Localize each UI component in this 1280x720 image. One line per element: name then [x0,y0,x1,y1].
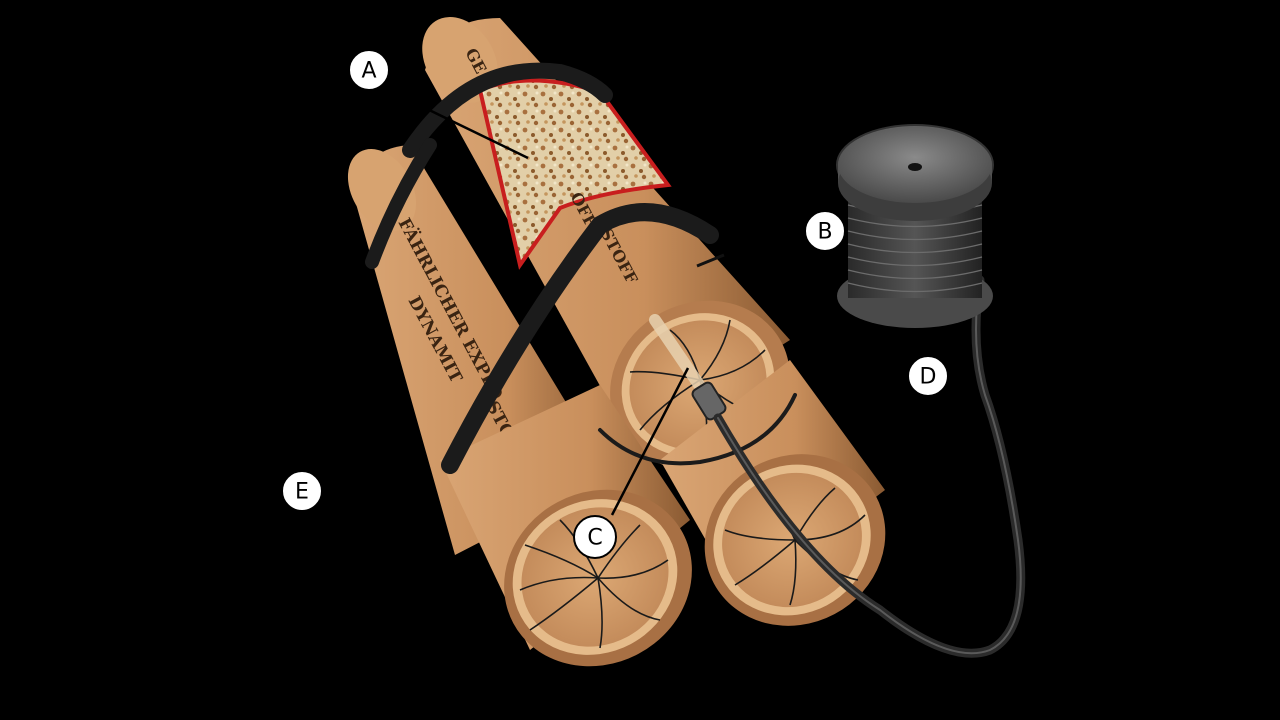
callout-a: A [348,49,390,91]
blasting-cap [649,314,727,421]
leader-lines [387,88,690,516]
callout-d-label: D [920,365,937,390]
binding-straps [365,62,797,474]
callout-c: C [573,515,617,559]
callout-a-label: A [361,59,376,84]
middle-strap [441,203,719,474]
cutaway-window [477,78,672,270]
callout-d: D [907,355,949,397]
callout-b: B [804,210,846,252]
callout-e: E [281,470,323,512]
upper-strap-lower [365,138,437,269]
callout-c-label: C [587,526,602,551]
upper-strap [402,62,613,158]
callout-b-label: B [817,220,832,245]
wire-spool [836,124,994,328]
top-stick-outline [598,393,797,466]
callout-e-label: E [295,480,309,505]
